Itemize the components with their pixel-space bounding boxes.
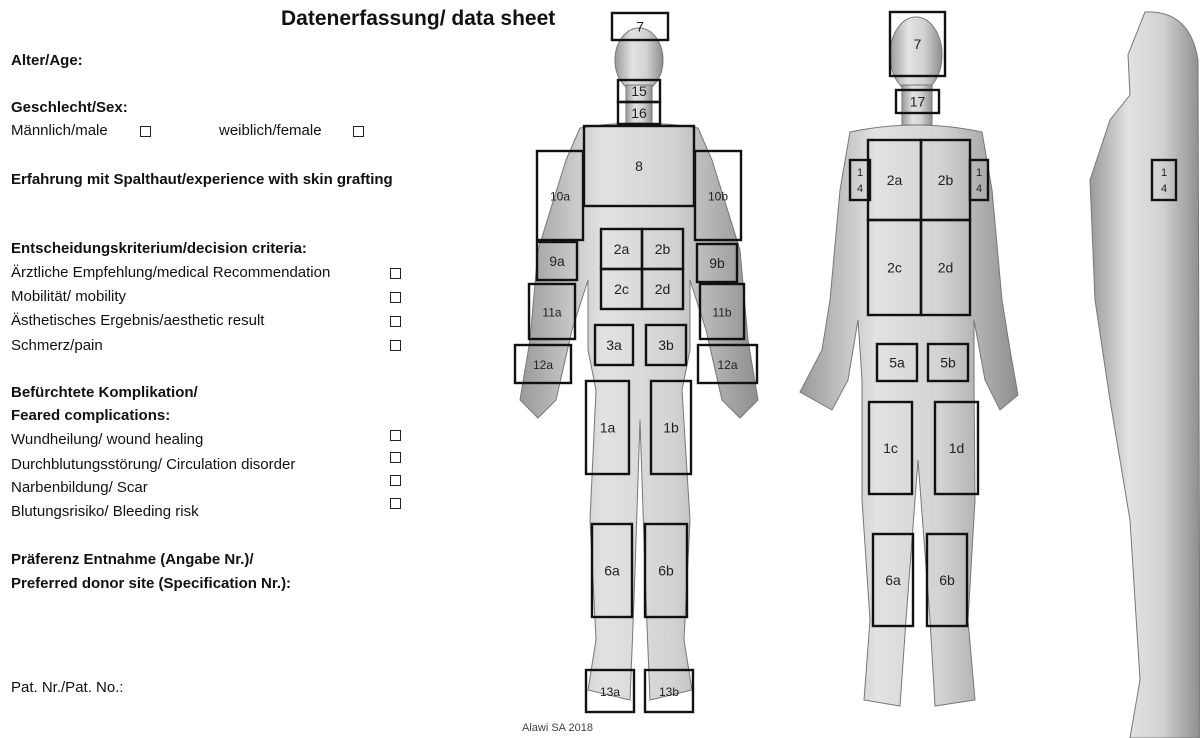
front-region-label-18: 1a <box>600 420 616 436</box>
back-region-label-7: 4 <box>857 183 863 195</box>
front-region-label-9: 2d <box>655 281 671 297</box>
back-region-label-5: 2d <box>938 260 954 276</box>
back-region-label-15: 6b <box>939 572 955 588</box>
side-region-label-1: 4 <box>1161 183 1167 195</box>
back-region-label-1: 17 <box>910 94 926 110</box>
front-region-label-20: 6a <box>604 563 620 579</box>
back-figure <box>800 17 1018 706</box>
back-region-label-11: 5b <box>940 355 956 371</box>
back-region-label-4: 2c <box>887 260 902 276</box>
front-region-label-12: 11a <box>542 306 561 320</box>
side-figure <box>1090 12 1200 738</box>
back-region-label-9: 4 <box>976 183 982 195</box>
front-region-label-17: 12a <box>717 358 737 372</box>
back-region-label-14: 6a <box>885 572 901 588</box>
back-region-label-8: 1 <box>976 167 982 179</box>
back-region-label-10: 5a <box>889 355 905 371</box>
back-region-label-6: 1 <box>857 167 863 179</box>
back-region-label-12: 1c <box>883 440 898 456</box>
front-region-label-6: 2a <box>614 241 630 257</box>
front-region-label-14: 3a <box>606 337 622 353</box>
front-region-label-4: 10a <box>550 190 570 204</box>
front-region-label-15: 3b <box>658 337 674 353</box>
front-region-label-2: 16 <box>631 105 647 121</box>
front-region-label-7: 2b <box>655 241 671 257</box>
front-region-label-5: 10b <box>708 190 728 204</box>
front-region-label-0: 7 <box>636 19 644 35</box>
front-region-label-19: 1b <box>663 420 679 436</box>
front-region-label-16: 12a <box>533 358 553 372</box>
front-region-label-8: 2c <box>614 281 629 297</box>
back-region-label-2: 2a <box>887 172 903 188</box>
front-region-label-1: 15 <box>631 83 647 99</box>
front-region-label-22: 13a <box>600 685 620 699</box>
front-region-label-10: 9a <box>549 253 565 269</box>
side-region-label-0: 1 <box>1161 167 1167 179</box>
front-region-label-11: 9b <box>709 255 725 271</box>
front-region-label-23: 13b <box>659 685 679 699</box>
front-region-label-21: 6b <box>658 563 674 579</box>
back-region-label-0: 7 <box>914 36 922 52</box>
back-region-label-3: 2b <box>938 172 954 188</box>
back-region-label-13: 1d <box>949 440 965 456</box>
front-region-label-13: 11b <box>712 306 731 320</box>
front-region-label-3: 8 <box>635 158 643 174</box>
